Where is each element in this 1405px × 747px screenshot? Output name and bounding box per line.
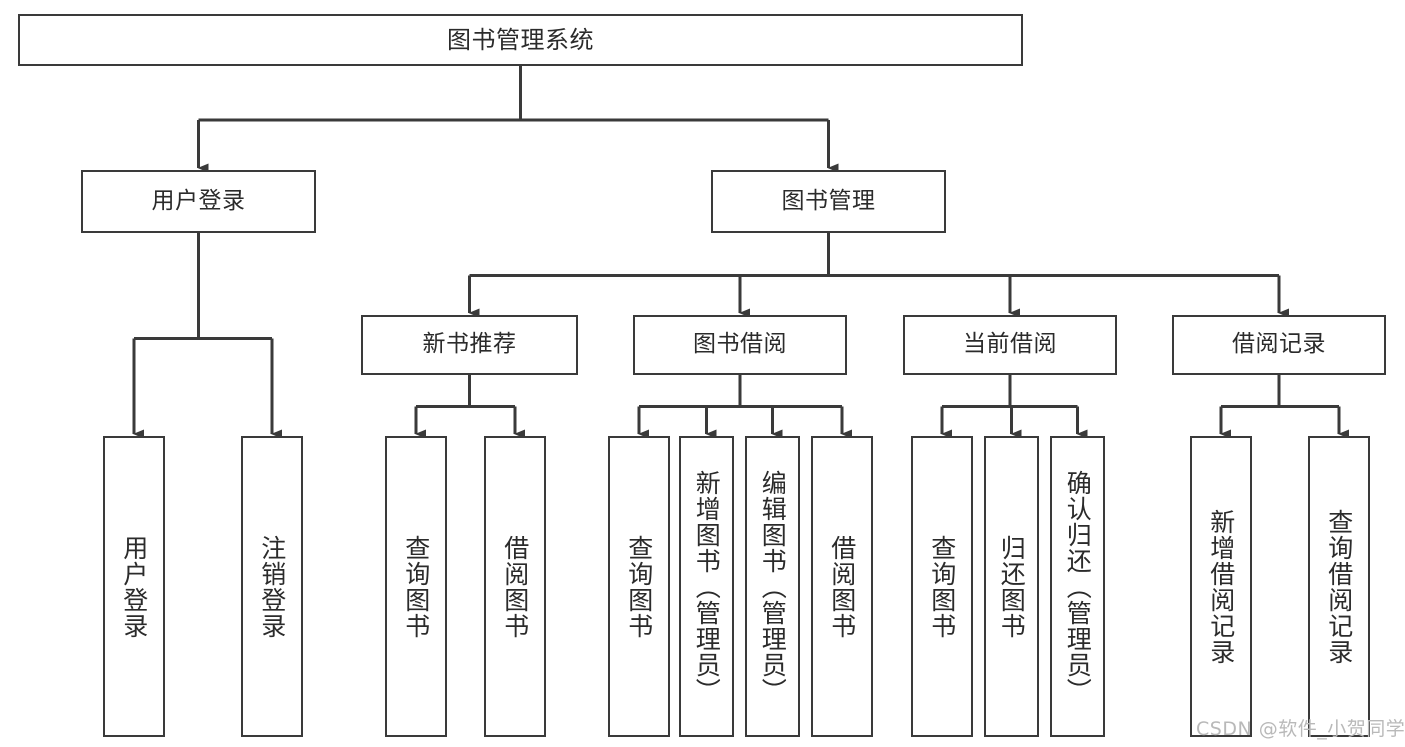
node-l_addrec[interactable]: 新增借阅记录 bbox=[1190, 436, 1252, 737]
node-label: 归还图书 bbox=[997, 534, 1027, 639]
node-l_login[interactable]: 用户登录 bbox=[103, 436, 165, 737]
node-root[interactable]: 图书管理系统 bbox=[18, 14, 1023, 66]
node-l_q1[interactable]: 查询图书 bbox=[385, 436, 447, 737]
node-label: 新增图书（管理员） bbox=[692, 469, 722, 704]
node-login[interactable]: 用户登录 bbox=[81, 170, 316, 233]
node-label: 新书推荐 bbox=[422, 331, 517, 358]
csdn-watermark: CSDN @软件_小贺同学 bbox=[1196, 718, 1405, 740]
node-l_ret[interactable]: 归还图书 bbox=[984, 436, 1039, 737]
node-label: 查询图书 bbox=[624, 534, 654, 639]
node-newbook[interactable]: 新书推荐 bbox=[361, 315, 578, 375]
node-bookmgmt[interactable]: 图书管理 bbox=[711, 170, 946, 233]
node-label: 查询图书 bbox=[401, 534, 431, 639]
node-label: 图书管理 bbox=[781, 187, 876, 214]
node-label: 确认归还（管理员） bbox=[1063, 469, 1093, 704]
node-current[interactable]: 当前借阅 bbox=[903, 315, 1117, 375]
node-label: 借阅记录 bbox=[1232, 331, 1326, 358]
node-label: 查询图书 bbox=[927, 534, 957, 639]
node-label: 注销登录 bbox=[257, 534, 287, 639]
node-l_logout[interactable]: 注销登录 bbox=[241, 436, 303, 737]
node-label: 查询借阅记录 bbox=[1324, 508, 1354, 665]
node-label: 图书管理系统 bbox=[447, 25, 594, 54]
node-label: 借阅图书 bbox=[500, 534, 530, 639]
node-borrow[interactable]: 图书借阅 bbox=[633, 315, 847, 375]
node-l_b2[interactable]: 借阅图书 bbox=[811, 436, 873, 737]
node-l_conf[interactable]: 确认归还（管理员） bbox=[1050, 436, 1105, 737]
node-label: 图书借阅 bbox=[693, 331, 787, 358]
node-label: 用户登录 bbox=[151, 187, 246, 214]
node-label: 当前借阅 bbox=[963, 331, 1057, 358]
node-label: 借阅图书 bbox=[827, 534, 857, 639]
node-records[interactable]: 借阅记录 bbox=[1172, 315, 1386, 375]
node-l_q3[interactable]: 查询图书 bbox=[911, 436, 973, 737]
node-label: 用户登录 bbox=[119, 534, 149, 639]
node-l_b1[interactable]: 借阅图书 bbox=[484, 436, 546, 737]
node-label: 编辑图书（管理员） bbox=[758, 469, 788, 704]
tree-connectors bbox=[132, 66, 1349, 439]
node-l_qrec[interactable]: 查询借阅记录 bbox=[1308, 436, 1370, 737]
node-label: 新增借阅记录 bbox=[1206, 508, 1236, 665]
node-l_add[interactable]: 新增图书（管理员） bbox=[679, 436, 734, 737]
node-l_edit[interactable]: 编辑图书（管理员） bbox=[745, 436, 800, 737]
node-l_q2[interactable]: 查询图书 bbox=[608, 436, 670, 737]
